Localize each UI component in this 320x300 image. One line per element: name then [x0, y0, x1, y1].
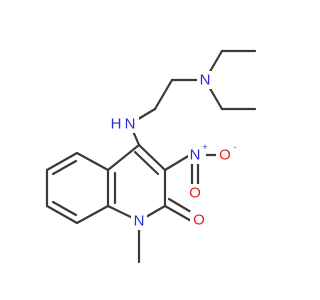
- bond-c4-c3: [137, 143, 167, 172]
- bonds: [45, 49, 257, 264]
- atom-n-amine: N: [200, 72, 211, 89]
- bond-c4a-c5: [75, 151, 110, 172]
- atom-n-amino: N: [125, 116, 136, 133]
- bond-c8-c8a: [75, 204, 110, 225]
- charge-plus-nitro: +: [202, 142, 207, 152]
- atom-n-ring: N: [134, 213, 145, 230]
- charge-minus-nitro: -: [234, 142, 237, 152]
- bond-c5-c6-double: [51, 159, 78, 176]
- atom-h-amino: H: [111, 116, 122, 133]
- atom-o-nitro-minus: O: [219, 147, 231, 164]
- atom-labels: N H N N + O - O N O: [109, 71, 237, 230]
- molecule-structure: N H N N + O - O N O: [45, 49, 257, 264]
- bond-ch2-ch2: [153, 78, 174, 111]
- bond-c3-nitro: [163, 153, 192, 172]
- bond-c7-c8: [45, 204, 79, 225]
- atom-n-nitro: N: [190, 147, 201, 164]
- bond-c7-c8-double: [51, 200, 78, 217]
- atom-o-nitro-double: O: [189, 185, 201, 202]
- bond-c4-c3-double: [133, 150, 160, 176]
- bond-c4a-c4: [106, 143, 141, 172]
- atom-o-carbonyl: O: [193, 212, 205, 229]
- bond-c5-c6: [45, 151, 79, 172]
- bond-c2-o: [163, 204, 195, 224]
- molecule-diagram: N H N N + O - O N O: [45, 49, 257, 264]
